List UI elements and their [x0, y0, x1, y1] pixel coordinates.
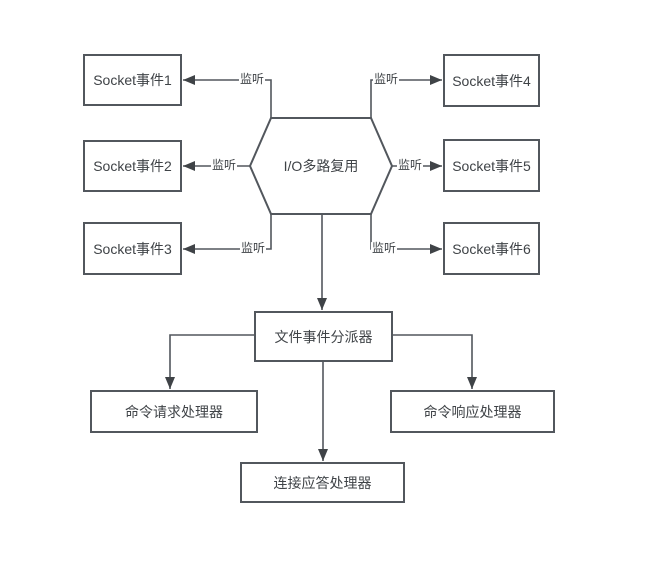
- connector-listen-socket4: [370, 75, 442, 118]
- node-connection-reply-handler: 连接应答处理器: [240, 462, 405, 503]
- node-socket-event-1: Socket事件1: [83, 54, 182, 106]
- node-socket-event-5: Socket事件5: [443, 139, 540, 192]
- connector-listen-socket3: [183, 214, 272, 254]
- edge-label-listen-6: 监听: [370, 241, 398, 256]
- node-socket-event-3: Socket事件3: [83, 222, 182, 275]
- node-socket-event-4: Socket事件4: [443, 54, 540, 107]
- connector-dispatcher-response-handler: [393, 334, 477, 389]
- connector-listen-socket1: [183, 75, 272, 118]
- node-socket-event-2: Socket事件2: [83, 140, 182, 192]
- node-io-multiplexer-label: I/O多路复用: [283, 158, 359, 174]
- edge-label-listen-5: 监听: [396, 158, 424, 173]
- node-command-request-handler: 命令请求处理器: [90, 390, 258, 433]
- edge-label-listen-2: 监听: [210, 158, 238, 173]
- edge-label-listen-3: 监听: [239, 241, 267, 256]
- edge-label-listen-1: 监听: [238, 72, 266, 87]
- node-command-response-handler: 命令响应处理器: [390, 390, 555, 433]
- node-socket-event-6: Socket事件6: [443, 222, 540, 275]
- connector-dispatcher-request-handler: [165, 334, 254, 389]
- edge-label-listen-4: 监听: [372, 72, 400, 87]
- node-file-event-dispatcher: 文件事件分派器: [254, 311, 393, 362]
